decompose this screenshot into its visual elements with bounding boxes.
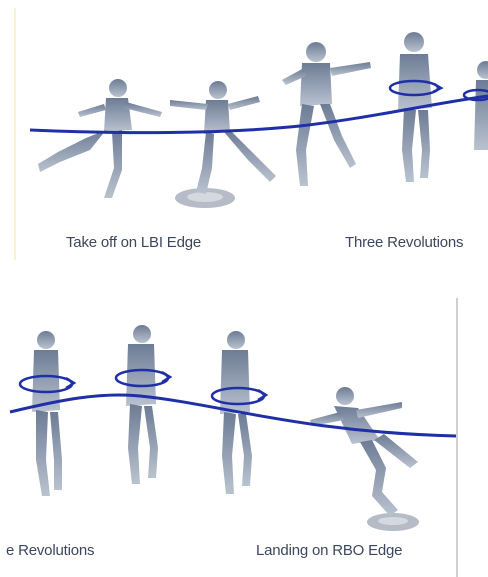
caption-revolutions-partial: e Revolutions [6, 542, 94, 559]
skater-takeoff [38, 79, 162, 198]
skater-takeoff-edge [170, 81, 276, 194]
skater-rotation-partial [474, 61, 488, 150]
skater-rotation [32, 331, 62, 496]
caption-landing: Landing on RBO Edge [256, 542, 402, 559]
skater-lift [282, 42, 371, 186]
caption-three-revolutions: Three Revolutions [345, 234, 463, 251]
skater-rotation [126, 325, 158, 484]
caption-takeoff: Take off on LBI Edge [66, 234, 201, 251]
shadow-ellipse [378, 517, 408, 525]
skater-landing [310, 387, 418, 516]
